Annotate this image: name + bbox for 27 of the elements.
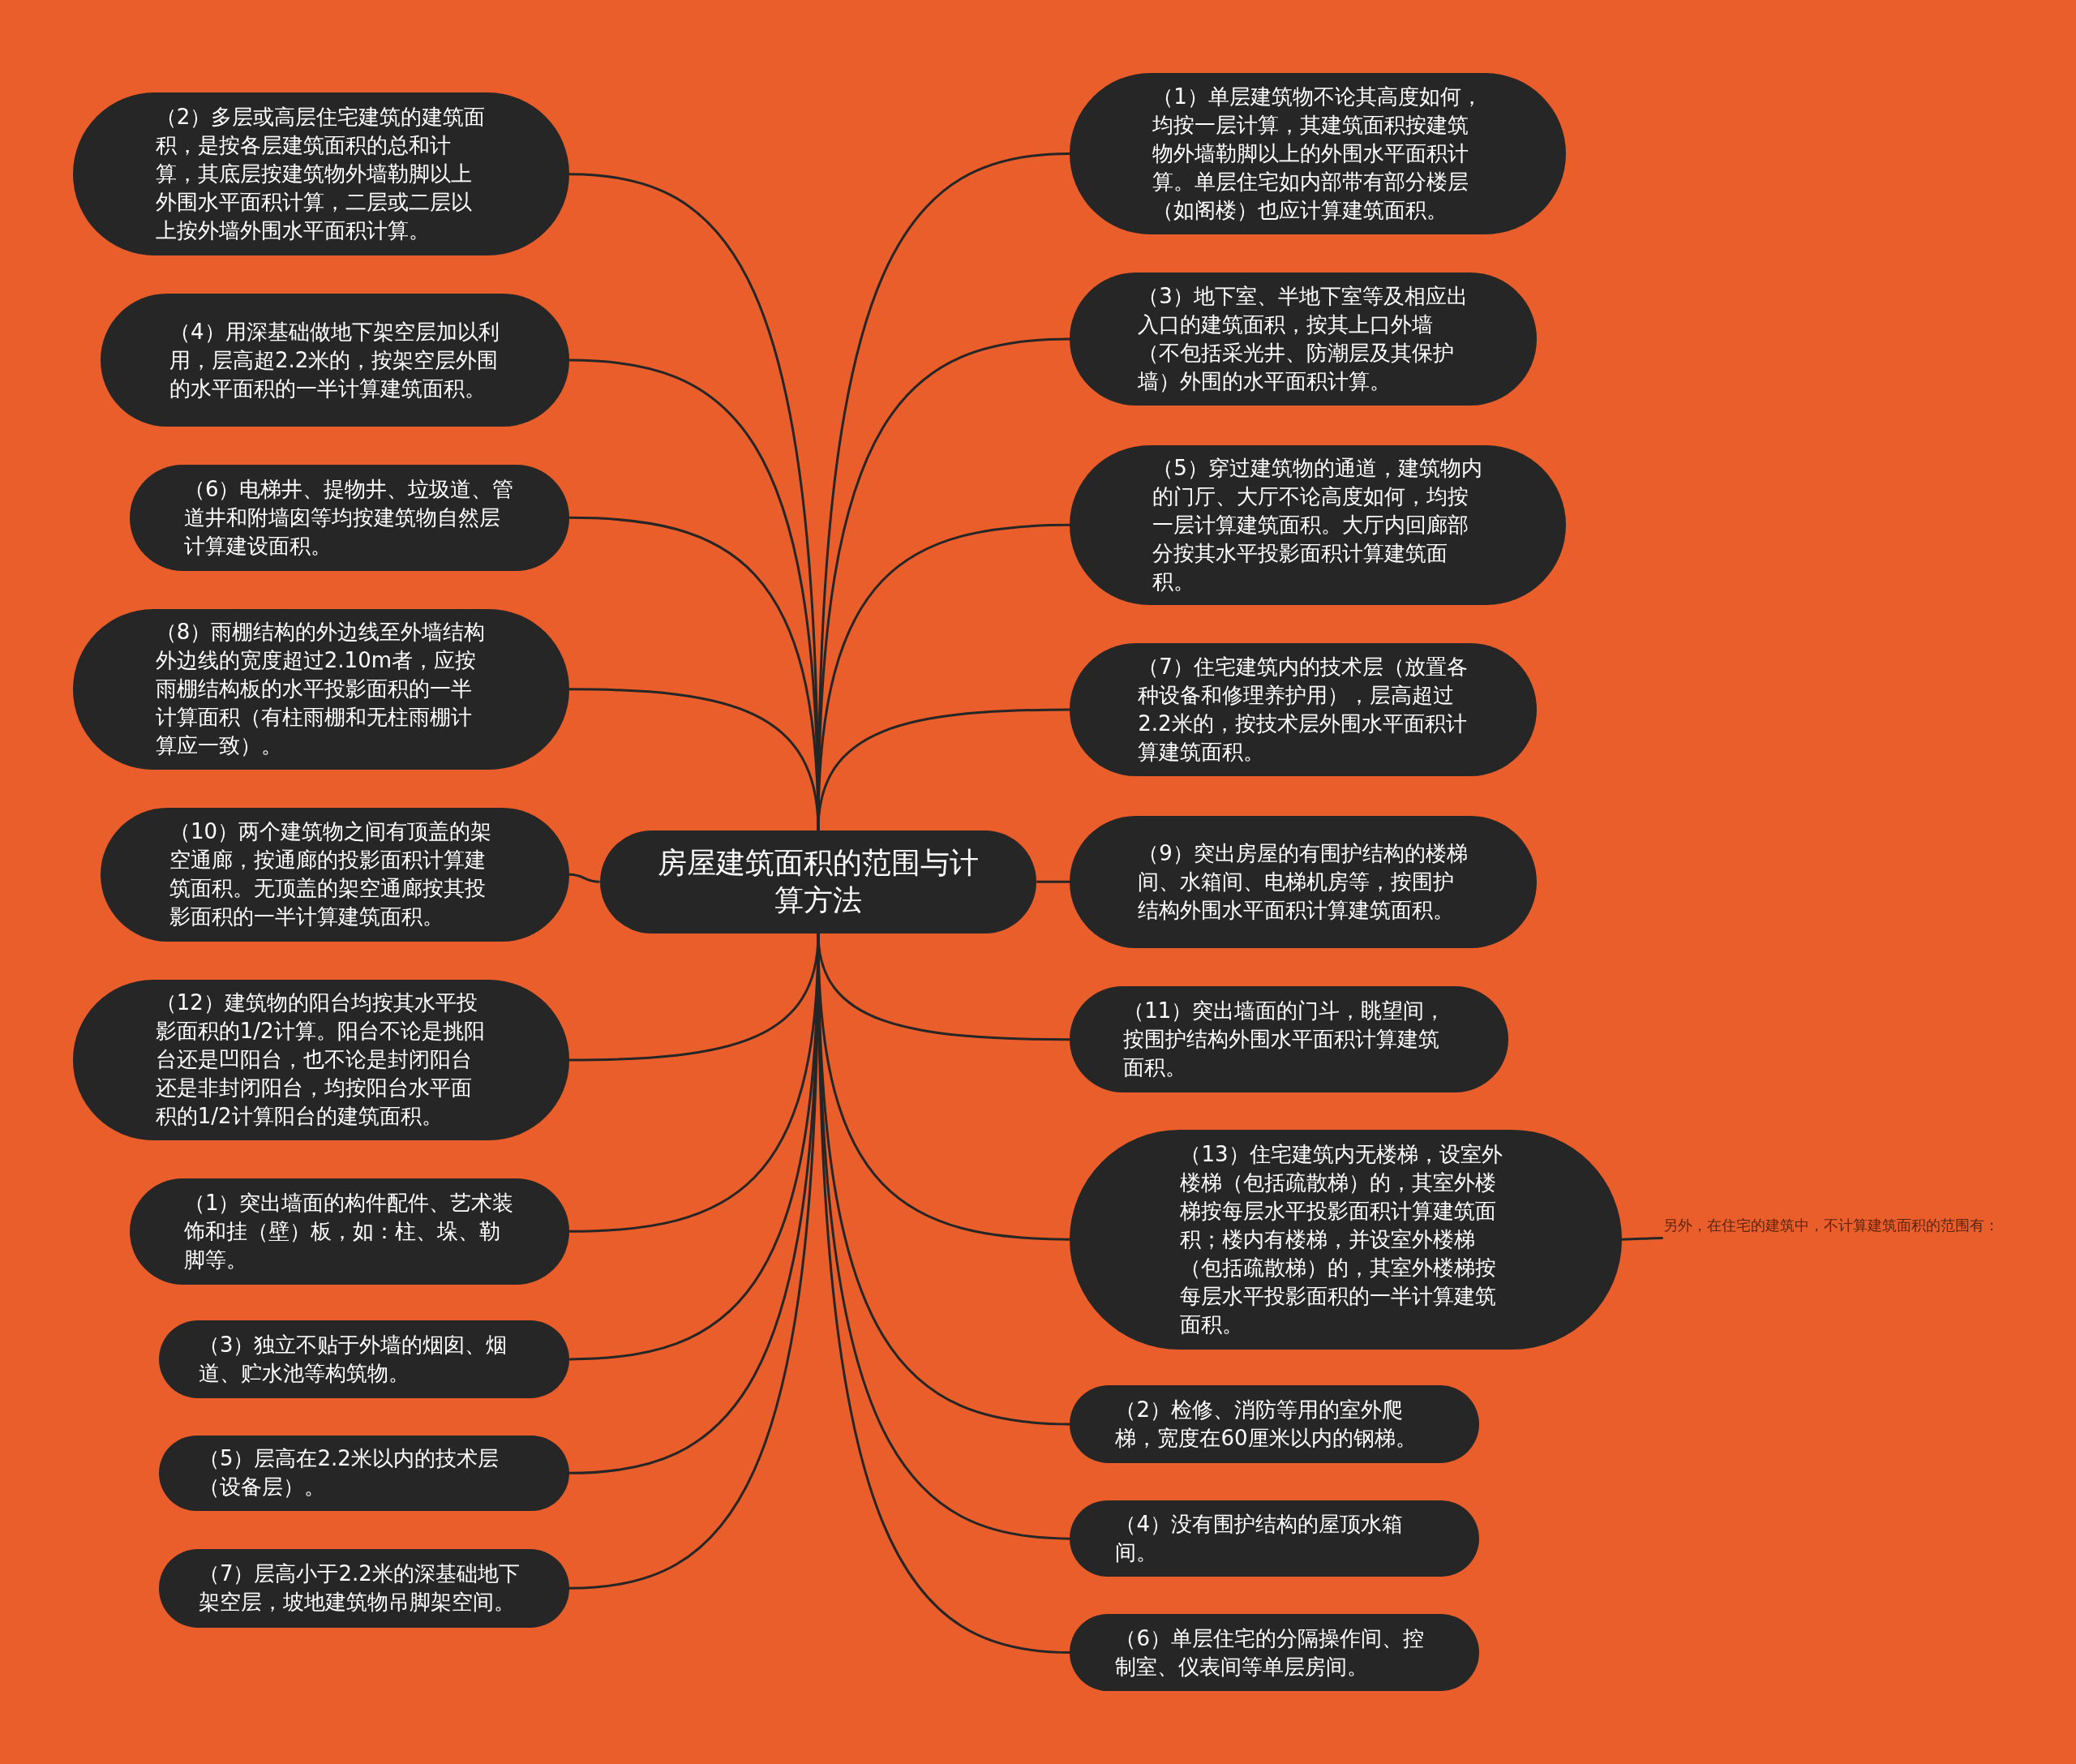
topic-pill: （5）穿过建筑物的通道，建筑物内的门厅、大厅不论高度如何，均按一层计算建筑面积。大厅内回廊部分按其水平投影面积计算建筑面积。 xyxy=(1070,444,1567,606)
topic-pill: （2）检修、消防等用的室外爬梯，宽度在60厘米以内的钢梯。 xyxy=(1070,1384,1479,1464)
topic-pill: （5）层高在2.2米以内的技术层（设备层）。 xyxy=(158,1435,569,1511)
connector xyxy=(817,708,1070,830)
topic-pill: （3）独立不贴于外墙的烟囱、烟道、贮水池等构筑物。 xyxy=(158,1320,569,1399)
connector xyxy=(817,933,1070,1041)
topic-pill: （9）突出房屋的有围护结构的楼梯间、水箱间、电梯机房等，按围护结构外围水平面积计算建筑面积。 xyxy=(1070,815,1538,948)
topic-pill: （7）层高小于2.2米的深基础地下架空层，坡地建筑物吊脚架空间。 xyxy=(158,1549,569,1628)
topic-pill: （7）住宅建筑内的技术层（放置各种设备和修理养护用），层高超过2.2米的，按技术层外围水平面积计算建筑面积。 xyxy=(1070,643,1538,776)
note-text: 另外，在住宅的建筑中，不计算建筑面积的范围有： xyxy=(1662,1215,2002,1235)
topic-pill: （2）多层或高层住宅建筑的建筑面积，是按各层建筑面积的总和计算，其底层按建筑物外墙勒脚以上外围水平面积计算，二层或二层以上按外墙外围水平面积计算。 xyxy=(72,92,569,256)
topic-pill: （4）用深基础做地下架空层加以利用，层高超2.2米的，按架空层外围的水平面积的一半计算建筑面积。 xyxy=(101,294,570,427)
connector xyxy=(569,873,600,883)
connector xyxy=(1036,880,1070,883)
topic-pill: （6）电梯井、提物井、垃圾道、管道井和附墙囱等均按建筑物自然层计算建设面积。 xyxy=(130,465,570,571)
topic-pill: （11）突出墙面的门斗，眺望间，按围护结构外围水平面积计算建筑面积。 xyxy=(1070,986,1508,1092)
topic-pill: （1）单层建筑物不论其高度如何，均按一层计算，其建筑面积按建筑物外墙勒脚以上的外围水平面积计算。单层住宅如内部带有部分楼层（如阁楼）也应计算建筑面积。 xyxy=(1070,72,1567,234)
topic-pill: （12）建筑物的阳台均按其水平投影面积的1/2计算。阳台不论是挑阳台还是凹阳台，也不论是封闭阳台还是非封闭阳台，均按阳台水平面积的1/2计算阳台的建筑面积。 xyxy=(72,980,569,1140)
topic-pill: （3）地下室、半地下室等及相应出入口的建筑面积，按其上口外墙（不包括采光井、防潮层及其保护墙）外围的水平面积计算。 xyxy=(1070,273,1538,406)
topic-pill: （1）突出墙面的构件配件、艺术装饰和挂（壁）板，如：柱、垛、勒脚等。 xyxy=(130,1178,570,1285)
topic-pill: （13）住宅建筑内无楼梯，设室外楼梯（包括疏散梯）的，其室外楼梯按每层水平投影面积计算建筑面积；楼内有楼梯，并设室外楼梯（包括疏散梯）的，其室外楼梯按每层水平投影面积的一半计算建筑面积。 xyxy=(1070,1129,1622,1350)
topic-pill: （10）两个建筑物之间有顶盖的架空通廊，按通廊的投影面积计算建筑面积。无顶盖的架空通廊按其投影面积的一半计算建筑面积。 xyxy=(101,807,570,942)
central-topic: 房屋建筑面积的范围与计算方法 xyxy=(599,830,1037,934)
topic-pill: （4）没有围护结构的屋顶水箱间。 xyxy=(1070,1500,1479,1577)
topic-pill: （8）雨棚结构的外边线至外墙结构外边线的宽度超过2.10m者，应按雨棚结构板的水平投影面积的一半计算面积（有柱雨棚和无柱雨棚计算应一致）。 xyxy=(72,609,569,770)
connector xyxy=(1622,1237,1663,1241)
topic-pill: （6）单层住宅的分隔操作间、控制室、仪表间等单层房间。 xyxy=(1070,1614,1479,1691)
